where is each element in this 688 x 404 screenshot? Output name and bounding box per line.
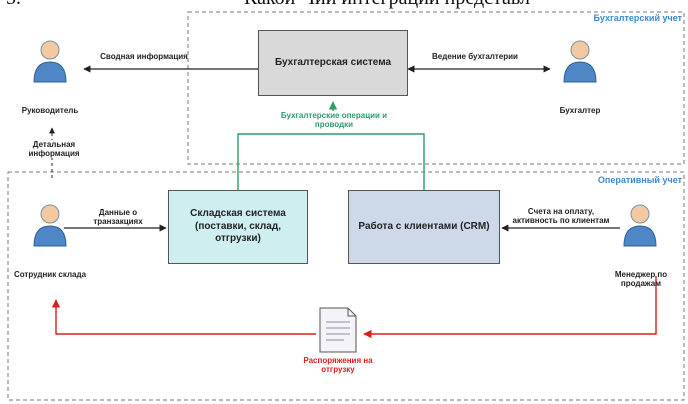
person-icon (623, 204, 657, 247)
invoices-activity-label: Счета на оплату, активность по клиентам (508, 207, 614, 226)
person-icon (563, 40, 597, 83)
red-flow-left (51, 299, 316, 335)
bookkeeping-label: Ведение бухгалтерии (432, 52, 518, 61)
warehouse-worker-label: Сотрудник склада (13, 270, 87, 279)
warehouse-system-box: Складская система (поставки, склад, отгр… (168, 190, 308, 264)
document-icon (319, 307, 357, 353)
transaction-data-label: Данные о транзакциях (82, 208, 154, 227)
accounting-zone-frame (187, 11, 685, 165)
green-bracket (237, 133, 425, 190)
person-icon (33, 204, 67, 247)
red-flow-right (363, 276, 657, 339)
question-number: 5. (6, 0, 21, 10)
sales-manager-label: Менеджер по продажам (614, 270, 668, 289)
crm-system-box: Работа с клиентами (CRM) (348, 190, 500, 264)
person-icon (33, 40, 67, 83)
detailed-info-label: Детальная информация (14, 140, 94, 159)
accounting-ops-label: Бухгалтерские операции и проводки (272, 111, 396, 130)
shipment-orders-label: Распоряжения на отгрузку (303, 356, 373, 375)
operational-zone-label: Оперативный учет (597, 175, 682, 185)
manager-label: Руководитель (21, 106, 79, 115)
operational-zone-frame (7, 171, 685, 401)
accountant-label: Бухгалтер (559, 106, 601, 115)
accounting-zone-label: Бухгалтерский учет (593, 13, 682, 23)
page-title-fragment: Какой-Чий интеграции представл (244, 0, 530, 10)
summary-info-label: Сводная информация (100, 52, 188, 61)
accounting-system-box: Бухгалтерская система (258, 30, 408, 96)
